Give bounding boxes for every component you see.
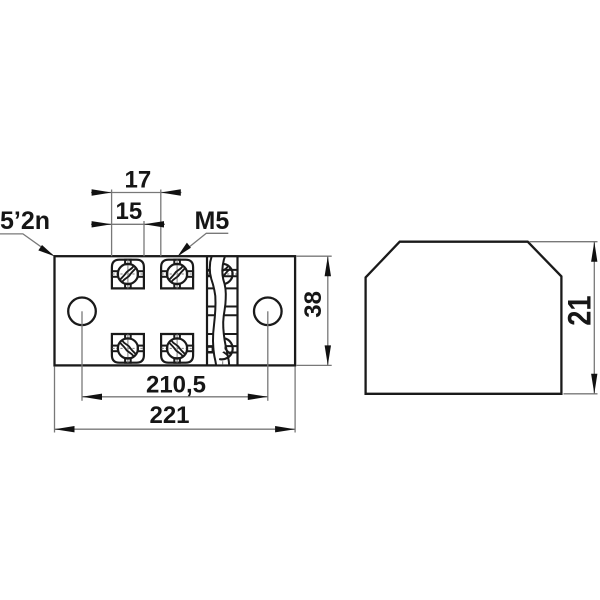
svg-text:M5: M5 xyxy=(195,207,230,235)
svg-text:15: 15 xyxy=(116,198,143,225)
svg-text:17: 17 xyxy=(125,167,152,194)
svg-text:5’2n: 5’2n xyxy=(0,207,50,235)
svg-text:38: 38 xyxy=(300,291,327,318)
svg-text:210,5: 210,5 xyxy=(146,372,206,399)
svg-text:221: 221 xyxy=(149,402,189,429)
svg-text:21: 21 xyxy=(562,296,598,326)
